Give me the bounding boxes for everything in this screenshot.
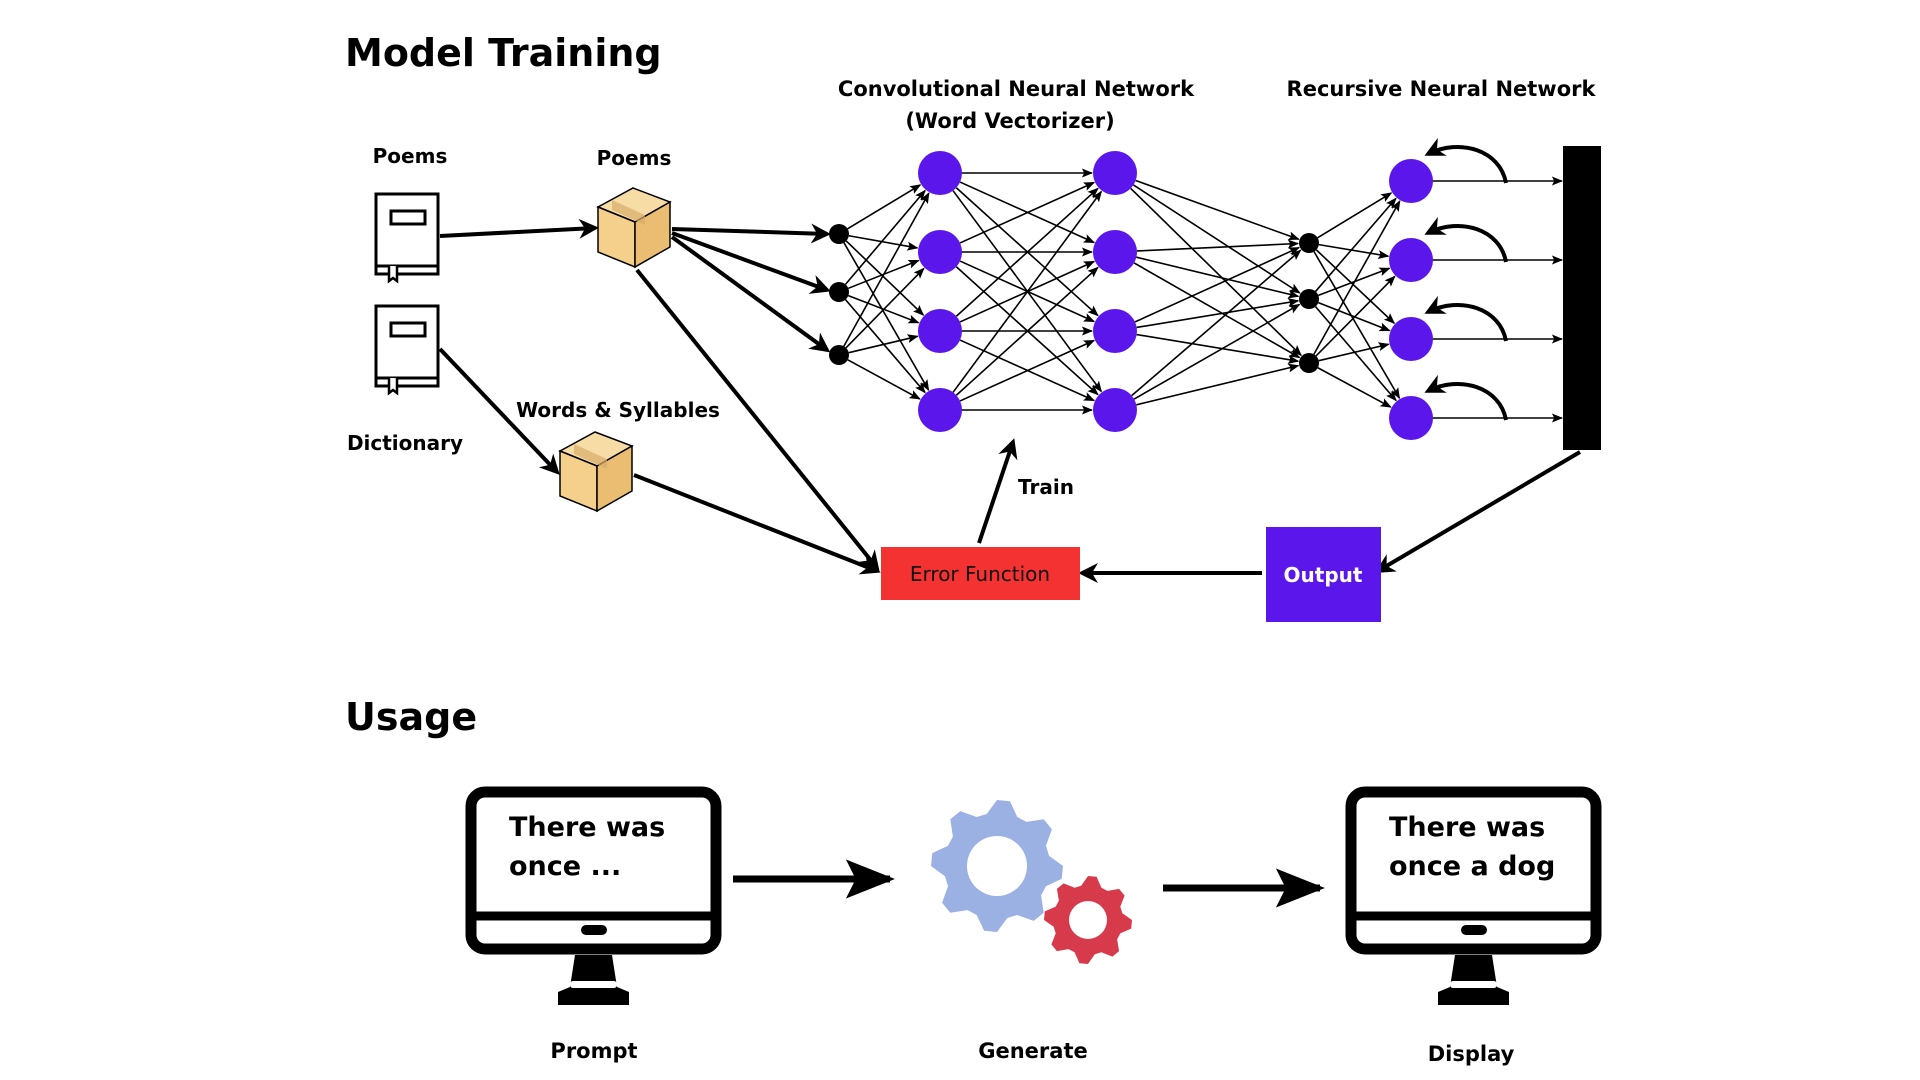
nn-connection [1315,275,1396,357]
data-flow-arrows [438,218,1582,583]
cnn-neuron [1093,230,1137,274]
nn-connection [1313,251,1401,400]
prompt-label: Prompt [550,1039,637,1063]
nn-connection [1136,256,1300,299]
cnn-title: Convolutional Neural Network [838,77,1195,101]
display-monitor-icon [1345,786,1602,1005]
nn-connection [1136,333,1300,364]
nn-connection [1136,239,1300,252]
input-node [829,224,849,244]
input-node [829,345,849,365]
cnn-neuron [918,309,962,353]
cnn-layer-2 [1093,151,1137,432]
nn-connection [955,187,1099,317]
source-poems-label: Poems [373,144,448,168]
nn-connection [1318,243,1390,259]
model-training-title: Model Training [345,31,662,75]
prompt-monitor-icon [465,786,722,1005]
nn-connection [847,359,921,400]
nn-connection [1131,249,1302,397]
prompt-screen-line-2: once ... [509,851,621,882]
gear-large-icon [931,800,1063,932]
nn-connection [844,299,926,394]
nn-connection [1313,200,1401,355]
rnn-input-node [1299,353,1319,373]
nn-connection [1135,179,1300,241]
rnn-input-node [1299,233,1319,253]
rnn-input-layer [1299,233,1319,373]
cnn-neuron [1093,309,1137,353]
input-layer [829,224,849,365]
nn-connection [848,334,919,354]
rnn-input-node [1299,289,1319,309]
cnn-neuron [1093,151,1137,195]
cnn-neuron [918,230,962,274]
nn-connection [1318,342,1390,362]
cnn-neuron [1093,388,1137,432]
nn-connection [952,190,1103,393]
nn-connection [959,339,1096,402]
display-label: Display [1428,1042,1515,1066]
nn-connection [1314,306,1397,402]
nn-connection [1315,249,1396,325]
error-function-label: Error Function [910,562,1050,586]
output-box [1266,527,1381,622]
nn-connection [843,242,930,392]
nn-connection [1133,303,1301,400]
output-layer-bar [1563,146,1601,450]
gear-hole [1069,901,1107,939]
nn-connection [848,234,919,251]
nn-connection [1136,363,1300,406]
nn-connection [847,184,922,230]
rnn-neuron [1389,396,1433,440]
cnn-neuron [918,151,962,195]
usage-flow-arrows [733,859,1325,908]
rnn-neuron [1389,238,1433,282]
source-dictionary-label: Dictionary [347,431,463,455]
recurrent-loops [1424,137,1508,421]
rnn-layer [1389,159,1433,440]
nn-connection [1130,187,1302,357]
poems-box-label: Poems [597,146,672,170]
nn-connection [1136,298,1300,329]
nn-connection [844,189,926,285]
nn-connection [1314,197,1397,292]
display-screen-line-2: once a dog [1389,851,1555,882]
rnn-neuron [1389,317,1433,361]
train-label: Train [1018,475,1074,499]
rnn-title: Recursive Neural Network [1287,77,1597,101]
nn-connection [955,266,1099,396]
display-screen-line-1: There was [1389,812,1545,843]
input-node [829,282,849,302]
nn-connection [843,192,930,347]
cnn-subtitle: (Word Vectorizer) [905,109,1114,133]
nn-connection [1134,246,1301,323]
rnn-neuron [1389,159,1433,203]
nn-connection [845,240,925,316]
dictionary-book-icon [374,304,440,396]
nn-connection [1317,367,1392,408]
cnn-neuron [918,388,962,432]
output-label: Output [1284,563,1363,587]
poems-box-icon [596,187,672,269]
poems-book-icon [374,192,440,284]
usage-title: Usage [345,695,477,739]
gear-hole [967,836,1027,896]
cnn-layer-1 [918,151,962,432]
nn-connection [1317,192,1393,239]
error-function-box [881,547,1080,600]
prompt-screen-line-1: There was [509,812,665,843]
nn-connection [845,267,925,349]
generate-label: Generate [978,1039,1087,1063]
words-box-icon [558,431,634,513]
gear-small-icon [1044,876,1132,964]
nn-connection [959,181,1096,244]
words-box-label: Words & Syllables [516,398,720,422]
nn-connection [1133,262,1301,359]
network-connections [843,168,1564,423]
